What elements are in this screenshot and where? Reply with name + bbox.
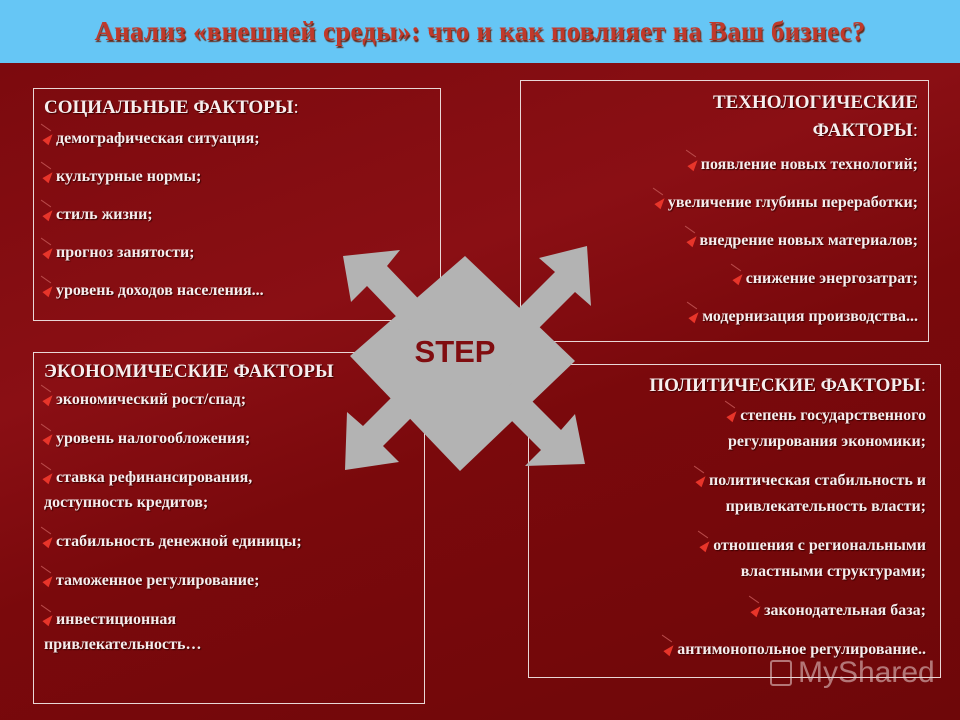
step-label: STEP <box>414 334 496 369</box>
arrow-bullet-icon <box>44 207 54 219</box>
list-item-text: внедрение новых материалов; <box>699 232 918 249</box>
econ-heading: ЭКОНОМИЧЕСКИЕ ФАКТОРЫ <box>44 361 334 382</box>
list-item: внедрение новых материалов; <box>531 229 918 253</box>
list-item-text: законодательная база; <box>764 602 926 619</box>
list-item-text: модернизация производства... <box>702 308 918 325</box>
political-factors-box: ПОЛИТИЧЕСКИЕ ФАКТОРЫ: степень государств… <box>528 364 941 678</box>
arrow-bullet-icon <box>690 309 700 321</box>
list-item-text: отношения с региональными властными стру… <box>713 537 926 580</box>
tech-list: появление новых технологий; увеличение г… <box>531 153 918 329</box>
list-item-text: появление новых технологий; <box>700 156 918 173</box>
pol-list: степень государственного регулирования э… <box>543 403 926 663</box>
list-item-text: увеличение глубины переработки; <box>667 194 918 211</box>
social-list: демографическая ситуация; культурные нор… <box>44 127 430 303</box>
list-item: степень государственного регулирования э… <box>653 403 926 455</box>
list-item: уровень доходов населения... <box>44 279 430 303</box>
list-item: антимонопольное регулирование.. <box>543 637 926 663</box>
list-item: демографическая ситуация; <box>44 127 430 151</box>
list-item-text: снижение энергозатрат; <box>745 270 918 287</box>
arrow-bullet-icon <box>44 283 54 295</box>
arrow-bullet-icon <box>688 233 698 245</box>
list-item-text: культурные нормы; <box>56 168 202 185</box>
arrow-bullet-icon <box>656 195 666 207</box>
list-item-text: таможенное регулирование; <box>56 572 260 589</box>
tech-heading: ТЕХНОЛОГИЧЕСКИЕ ФАКТОРЫ: <box>531 89 918 145</box>
list-item-text: степень государственного регулирования э… <box>727 407 926 450</box>
heading-colon: : <box>920 375 926 396</box>
list-item: культурные нормы; <box>44 165 430 189</box>
list-item: снижение энергозатрат; <box>531 267 918 291</box>
list-item: появление новых технологий; <box>531 153 918 177</box>
list-item: политическая стабильность и привлекатель… <box>623 468 926 520</box>
social-heading-text: СОЦИАЛЬНЫЕ ФАКТОРЫ <box>44 97 294 118</box>
list-item-text: уровень налогообложения; <box>56 430 251 447</box>
list-item: экономический рост/спад; <box>44 387 414 412</box>
tech-factors-box: ТЕХНОЛОГИЧЕСКИЕ ФАКТОРЫ: появление новых… <box>520 80 929 342</box>
arrow-bullet-icon <box>44 573 54 585</box>
list-item: отношения с региональными властными стру… <box>633 533 926 585</box>
four-way-arrow-icon <box>343 246 591 471</box>
list-item: стиль жизни; <box>44 203 430 227</box>
heading-colon: : <box>912 120 918 141</box>
list-item: законодательная база; <box>543 598 926 624</box>
list-item-text: прогноз занятости; <box>56 244 195 261</box>
list-item: уровень налогообложения; <box>44 426 414 451</box>
watermark-text: MyShared <box>798 656 935 689</box>
list-item-text: стиль жизни; <box>56 206 153 223</box>
page-title: Анализ «внешней среды»: что и как повлия… <box>94 16 866 46</box>
watermark: MyShared <box>770 656 935 690</box>
list-item: стабильность денежной единицы; <box>44 529 414 554</box>
list-item: таможенное регулирование; <box>44 568 414 593</box>
list-item-text: политическая стабильность и привлекатель… <box>708 472 926 515</box>
social-heading: СОЦИАЛЬНЫЕ ФАКТОРЫ: <box>44 97 430 119</box>
econ-list: экономический рост/спад; уровень налогоо… <box>44 387 414 657</box>
list-item-text: экономический рост/спад; <box>56 391 247 408</box>
list-item-text: демографическая ситуация; <box>56 130 260 147</box>
list-item-text: ставка рефинансирования, доступность кре… <box>44 469 253 511</box>
pol-heading: ПОЛИТИЧЕСКИЕ ФАКТОРЫ: <box>543 375 926 397</box>
list-item: увеличение глубины переработки; <box>531 191 918 215</box>
arrow-bullet-icon <box>728 408 738 420</box>
arrow-bullet-icon <box>44 245 54 257</box>
list-item: модернизация производства... <box>531 305 918 329</box>
presentation-board-icon <box>770 660 792 686</box>
pol-heading-text: ПОЛИТИЧЕСКИЕ ФАКТОРЫ <box>649 375 921 396</box>
arrow-bullet-icon <box>44 131 54 143</box>
arrow-bullet-icon <box>752 603 762 615</box>
list-item: ставка рефинансирования, доступность кре… <box>44 465 344 515</box>
title-bar: Анализ «внешней среды»: что и как повлия… <box>0 0 960 63</box>
arrow-bullet-icon <box>44 534 54 546</box>
list-item-text: инвестиционная привлекательность… <box>44 611 202 653</box>
arrow-bullet-icon <box>44 470 54 482</box>
arrow-bullet-icon <box>44 169 54 181</box>
arrow-bullet-icon <box>734 271 744 283</box>
arrow-bullet-icon <box>44 392 54 404</box>
list-item-text: стабильность денежной единицы; <box>56 533 302 550</box>
arrow-bullet-icon <box>697 473 707 485</box>
list-item-text: антимонопольное регулирование.. <box>677 641 926 658</box>
arrow-bullet-icon <box>689 157 699 169</box>
tech-heading-line2: ФАКТОРЫ <box>812 120 913 141</box>
arrow-bullet-icon <box>44 612 54 624</box>
arrow-bullet-icon <box>44 431 54 443</box>
arrow-bullet-icon <box>665 642 675 654</box>
list-item: прогноз занятости; <box>44 241 430 265</box>
list-item-text: уровень доходов населения... <box>56 282 264 299</box>
tech-heading-line1: ТЕХНОЛОГИЧЕСКИЕ <box>712 92 918 113</box>
list-item: инвестиционная привлекательность… <box>44 607 284 657</box>
economic-factors-box: ЭКОНОМИЧЕСКИЕ ФАКТОРЫ экономический рост… <box>33 352 425 704</box>
heading-colon: : <box>293 97 299 118</box>
arrow-bullet-icon <box>701 538 711 550</box>
social-factors-box: СОЦИАЛЬНЫЕ ФАКТОРЫ: демографическая ситу… <box>33 88 441 321</box>
